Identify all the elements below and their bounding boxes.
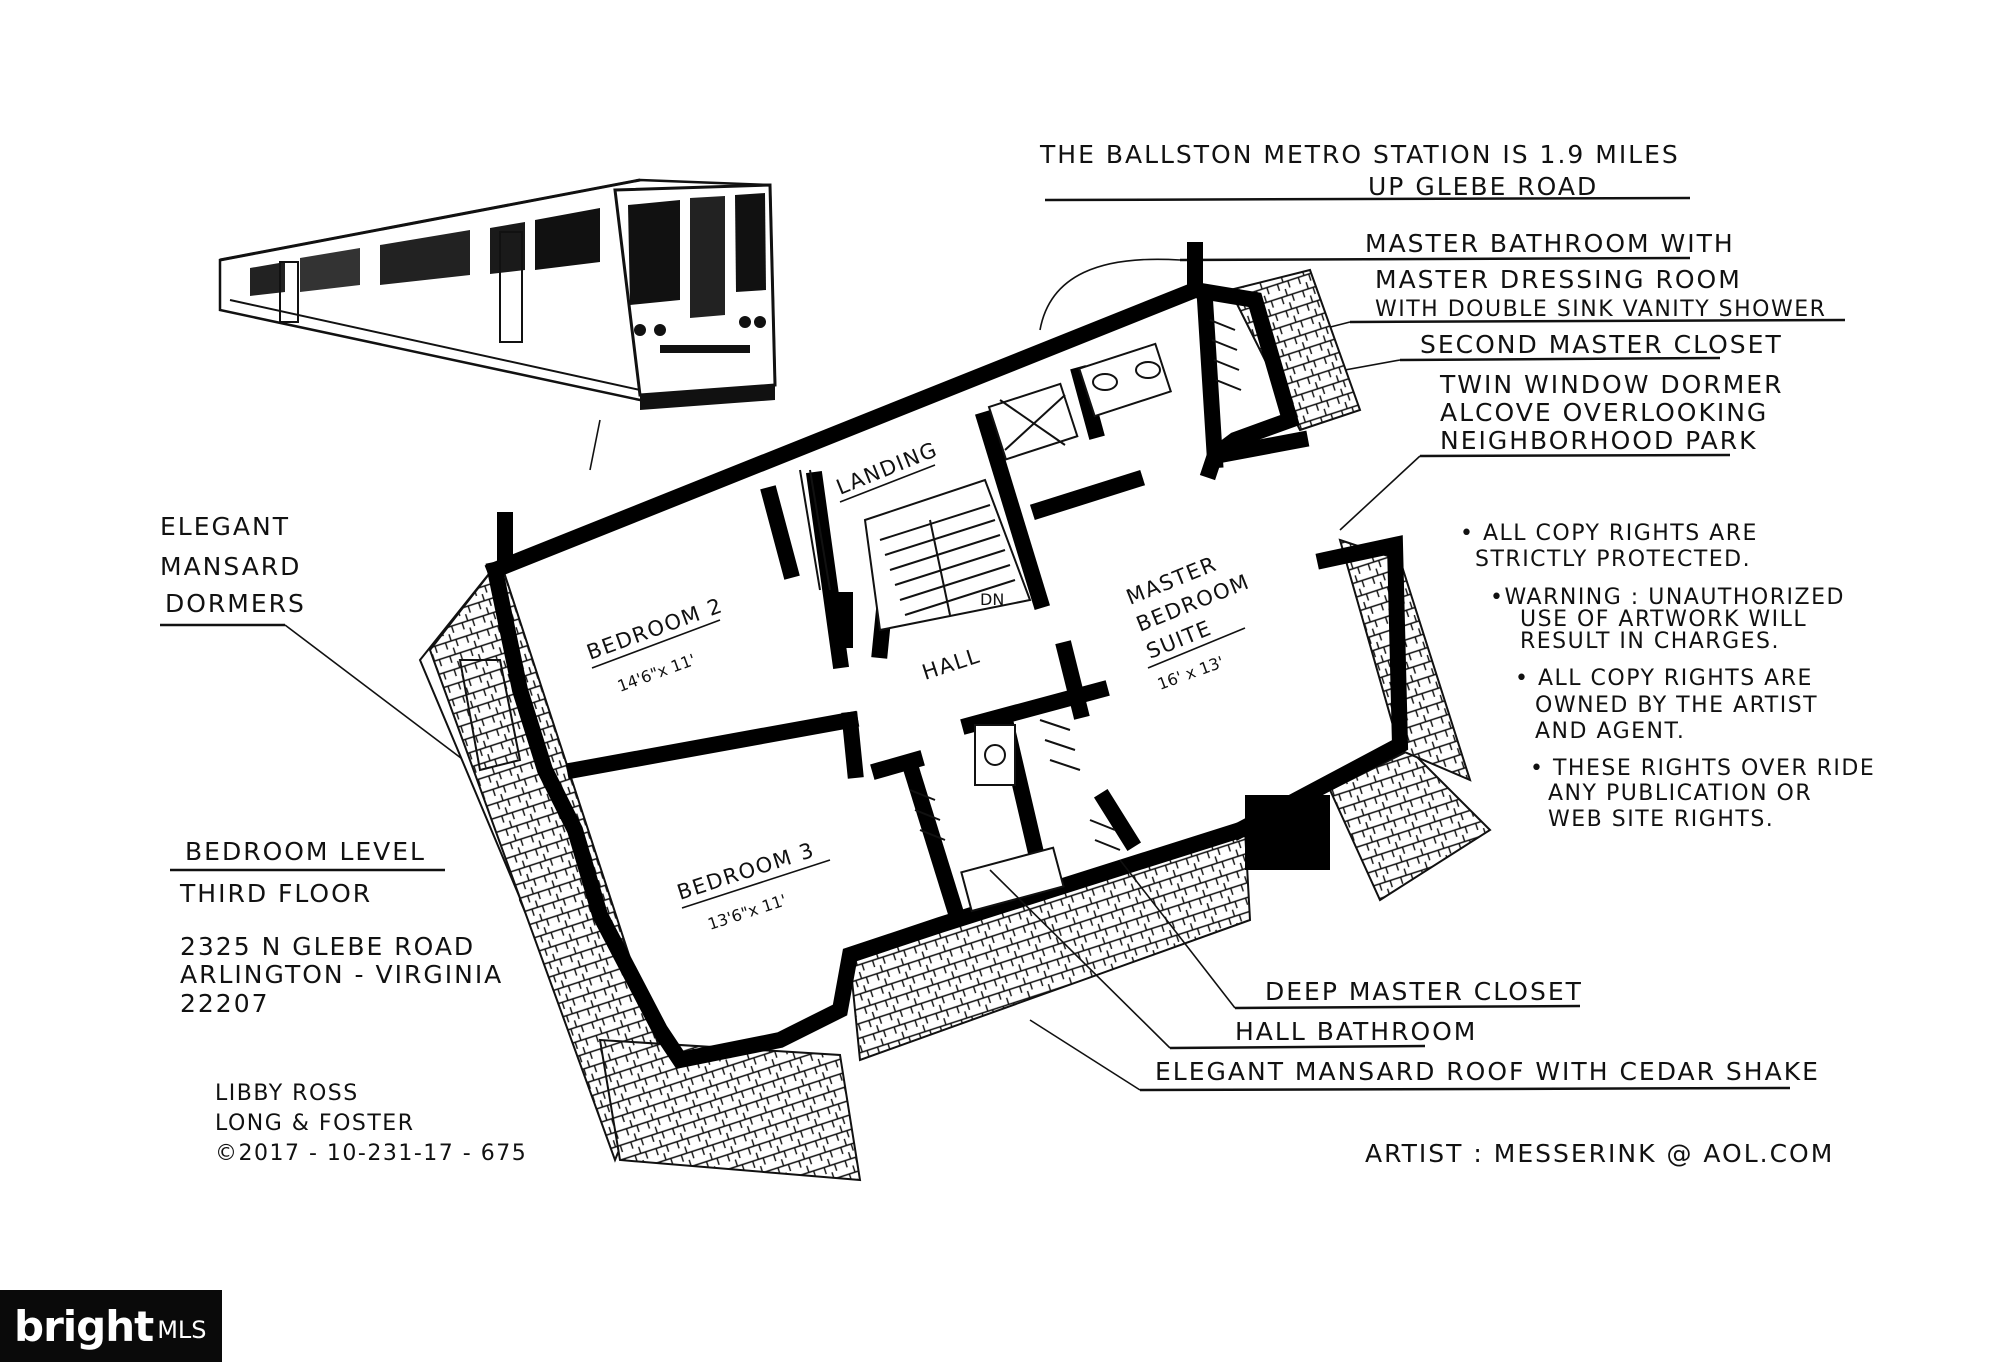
- dormer-line3: NEIGHBORHOOD PARK: [1440, 426, 1758, 455]
- copyright-note1b: STRICTLY PROTECTED.: [1475, 547, 1751, 572]
- artist-credit: ARTIST : MESSERINK @ AOL.COM: [1365, 1139, 1834, 1168]
- copyright-note2b: USE OF ARTWORK WILL: [1520, 607, 1807, 632]
- agent-name: LIBBY ROSS: [215, 1081, 359, 1106]
- dormers-line3: DORMERS: [165, 589, 306, 618]
- dormer-line2: ALCOVE OVERLOOKING: [1440, 398, 1768, 427]
- staircase: [799, 469, 1032, 632]
- master-dimensions: 16' x 13': [1155, 652, 1226, 694]
- master-bath-line1: MASTER BATHROOM WITH: [1365, 229, 1735, 258]
- chimney-block: [1245, 795, 1330, 870]
- address-line1: 2325 N GLEBE ROAD: [180, 932, 475, 961]
- copyright-note3b: OWNED BY THE ARTIST: [1535, 693, 1818, 718]
- copyright-note4a: • THESE RIGHTS OVER RIDE: [1530, 756, 1875, 781]
- copyright-note3a: • ALL COPY RIGHTS ARE: [1515, 666, 1813, 691]
- metro-note-line2: UP GLEBE ROAD: [1368, 172, 1598, 201]
- copyright-note2a: •WARNING : UNAUTHORIZED: [1490, 585, 1845, 610]
- dormers-line1: ELEGANT: [160, 512, 290, 541]
- agent-credit: LIBBY ROSS LONG & FOSTER ©2017 - 10-231-…: [215, 1081, 527, 1166]
- metro-train-illustration: [218, 178, 777, 471]
- address-line2: ARLINGTON - VIRGINIA: [180, 960, 503, 989]
- copyright-note1a: • ALL COPY RIGHTS ARE: [1460, 521, 1758, 546]
- copyright-note4b: ANY PUBLICATION OR: [1548, 781, 1812, 806]
- level-title: BEDROOM LEVEL: [185, 837, 426, 866]
- mansard-dormers-callout: ELEGANT MANSARD DORMERS: [160, 512, 491, 781]
- metro-note-line1: THE BALLSTON METRO STATION IS 1.9 MILES: [1039, 140, 1680, 169]
- watermark-suffix: MLS: [157, 1316, 207, 1344]
- second-closet-label: SECOND MASTER CLOSET: [1420, 330, 1783, 359]
- right-top-callouts: MASTER BATHROOM WITH MASTER DRESSING ROO…: [1039, 229, 1846, 531]
- level-info: BEDROOM LEVEL THIRD FLOOR 2325 N GLEBE R…: [170, 837, 503, 1018]
- mansard-roof-hatching: [418, 268, 1492, 1182]
- copyright-note2c: RESULT IN CHARGES.: [1520, 629, 1780, 654]
- copyright-code: ©2017 - 10-231-17 - 675: [215, 1141, 527, 1166]
- closet-shelving: [909, 319, 1242, 851]
- agent-company: LONG & FOSTER: [215, 1111, 415, 1136]
- dormers-line2: MANSARD: [160, 552, 301, 581]
- address-zip: 22207: [180, 989, 270, 1018]
- copyright-note3c: AND AGENT.: [1535, 719, 1685, 744]
- copyright-note4c: WEB SITE RIGHTS.: [1548, 807, 1774, 832]
- copyright-notes: • ALL COPY RIGHTS ARE STRICTLY PROTECTED…: [1460, 521, 1875, 832]
- roof-label: ELEGANT MANSARD ROOF WITH CEDAR SHAKE: [1155, 1057, 1820, 1086]
- hall-bath-label: HALL BATHROOM: [1235, 1017, 1477, 1046]
- deep-closet-label: DEEP MASTER CLOSET: [1265, 977, 1583, 1006]
- bathroom-fixtures: [960, 342, 1173, 913]
- metro-distance-note: THE BALLSTON METRO STATION IS 1.9 MILES …: [1039, 140, 1691, 202]
- bedroom2-label: BEDROOM 2: [584, 593, 727, 665]
- master-bath-line2: MASTER DRESSING ROOM: [1375, 265, 1742, 294]
- bright-mls-watermark: bright MLS: [0, 1290, 222, 1362]
- hall-label: HALL: [919, 644, 983, 685]
- bottom-callouts: DEEP MASTER CLOSET HALL BATHROOM ELEGANT…: [989, 859, 1820, 1092]
- master-bath-line3: WITH DOUBLE SINK VANITY SHOWER: [1375, 297, 1826, 322]
- floor-label: THIRD FLOOR: [179, 879, 372, 908]
- stairs-down-label: DN: [980, 590, 1004, 609]
- bedroom2-dimensions: 14'6"x 11': [615, 650, 698, 696]
- dormer-line1: TWIN WINDOW DORMER: [1439, 370, 1783, 399]
- watermark-brand: bright: [14, 1301, 154, 1351]
